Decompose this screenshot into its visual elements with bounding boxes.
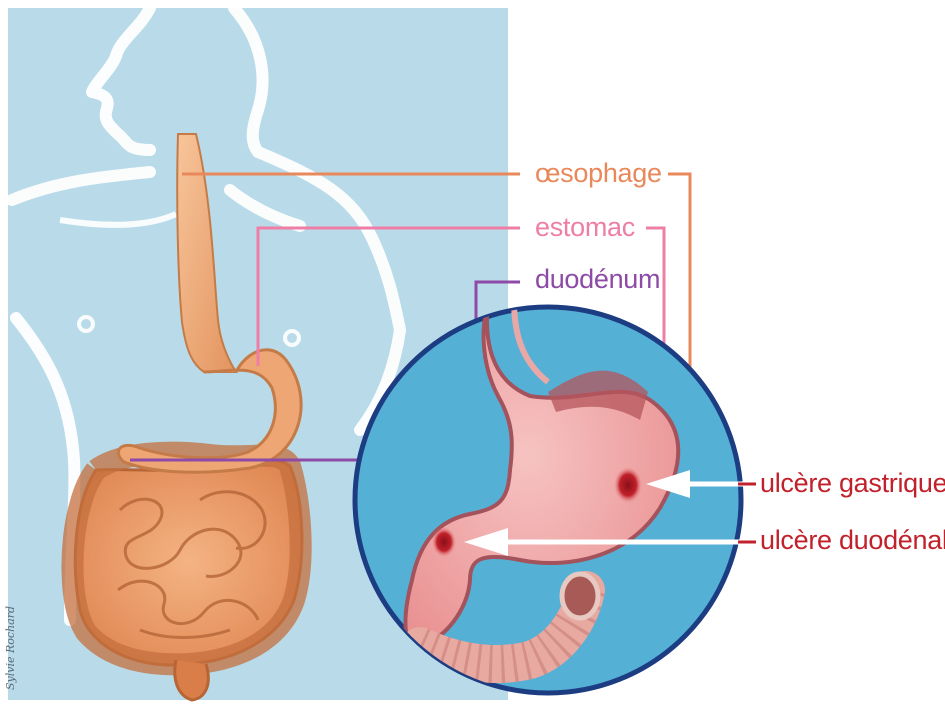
label-oesophage: œsophage xyxy=(535,158,662,188)
label-ulcere-duodenal: ulcère duodénal xyxy=(760,525,945,555)
artist-signature: Sylvie Rochard xyxy=(4,606,17,690)
ulcer-duodenal-spot xyxy=(432,527,456,557)
label-duodenum: duodénum xyxy=(535,264,660,294)
ulcer-gastric-spot xyxy=(614,467,642,503)
label-ulcere-gastrique: ulcère gastrique xyxy=(760,468,945,498)
label-estomac: estomac xyxy=(535,212,635,242)
